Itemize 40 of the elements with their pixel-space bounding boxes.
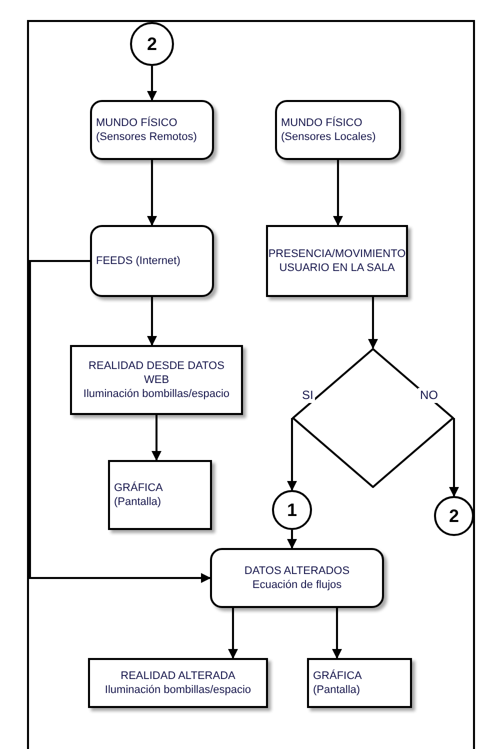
process-box	[90, 100, 214, 160]
edge-label: NO	[418, 388, 440, 403]
arrow	[147, 297, 157, 346]
edge-label: SI	[300, 388, 316, 403]
box-subtitle: Iluminación bombillas/espacio	[83, 387, 230, 401]
process-box	[88, 658, 268, 708]
box-title: MUNDO FÍSICO	[96, 116, 178, 130]
box-title: MUNDO FÍSICO	[281, 116, 362, 130]
box-subtitle: (Sensores Locales)	[281, 130, 376, 144]
arrow	[287, 418, 297, 491]
arrow	[228, 608, 238, 659]
box-title: REALIDAD DESDE DATOS WEB	[88, 359, 226, 387]
box-title: GRÁFICA	[313, 669, 362, 683]
arrow	[333, 160, 343, 226]
arrow	[29, 260, 211, 583]
process-box	[266, 225, 408, 297]
box-subtitle: (Pantalla)	[313, 683, 360, 697]
box-title: FEEDS (Internet)	[96, 254, 180, 268]
arrow	[287, 530, 297, 549]
arrow	[147, 160, 157, 226]
box-title: DATOS ALTERADOS	[244, 564, 350, 578]
process-box	[275, 100, 401, 160]
arrow	[449, 418, 459, 497]
box-subtitle: (Sensores Remotos)	[96, 130, 197, 144]
process-box	[210, 548, 384, 608]
arrow	[368, 297, 378, 349]
box-subtitle: Ecuación de flujos	[252, 578, 342, 592]
arrow	[332, 608, 342, 659]
process-box	[108, 460, 212, 530]
arrow	[152, 415, 162, 461]
box-title: GRÁFICA	[114, 481, 163, 495]
box-title: PRESENCIA/MOVIMIENTO USUARIO EN LA SALA	[268, 247, 406, 275]
process-box	[307, 658, 412, 708]
box-title: REALIDAD ALTERADA	[120, 669, 236, 683]
decision-diamond	[292, 348, 454, 488]
box-subtitle: (Pantalla)	[114, 495, 162, 509]
arrow	[147, 66, 157, 101]
process-box	[90, 225, 214, 297]
process-box	[70, 345, 243, 415]
box-subtitle: Iluminación bombillas/espacio	[104, 683, 252, 697]
